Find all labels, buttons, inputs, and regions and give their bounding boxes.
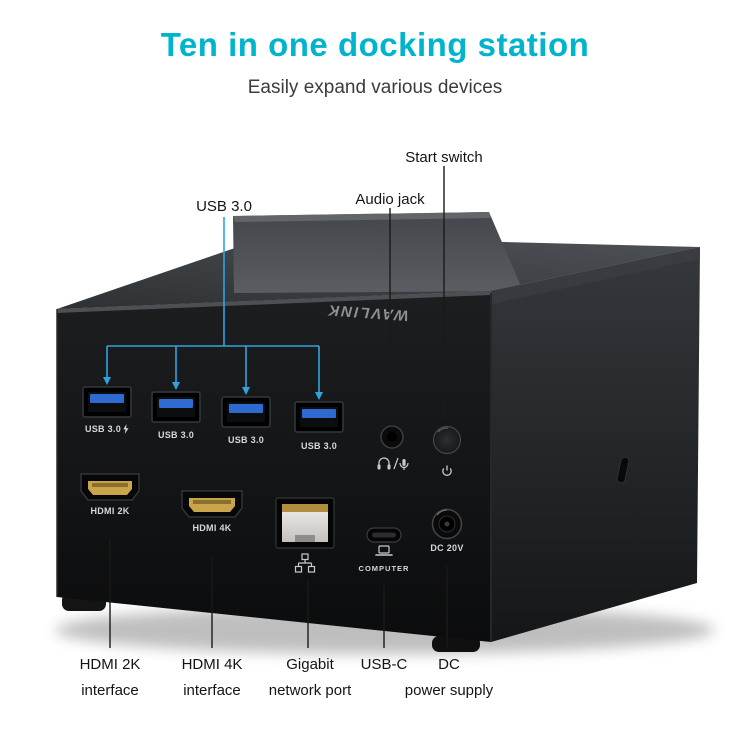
- device-side-face: [491, 247, 700, 642]
- device-riser-edge-highlight: [233, 212, 491, 222]
- usb-port-1: [82, 386, 132, 418]
- callout-lines-usb: [106, 217, 320, 392]
- page-subtitle: Easily expand various devices: [247, 77, 503, 98]
- device-front-face: [57, 291, 491, 642]
- usb4-port-label: USB 3.0: [300, 441, 338, 451]
- cable-slot: [616, 456, 630, 484]
- mic-icon: [399, 459, 409, 470]
- docking-station: WAVLINK: [56, 212, 700, 642]
- usb-port-2: [151, 391, 201, 423]
- usbc-port-label: COMPUTER: [358, 564, 410, 573]
- callout-hdmi4k-label: HDMI 4K interface: [182, 652, 243, 704]
- dc-jack-port: [431, 508, 463, 540]
- callout-dc-line2: power supply: [404, 682, 494, 699]
- callout-arrows-usb: [103, 377, 323, 400]
- usb1-port-label: USB 3.0: [85, 424, 129, 434]
- laptop-icon: [375, 545, 393, 556]
- callout-hdmi2k-line2: interface: [81, 682, 139, 699]
- power-icon: [442, 465, 452, 476]
- callout-usbc-label: USB-C: [361, 652, 408, 678]
- callout-dc-line1: DC: [438, 656, 460, 673]
- hdmi4k-port-label: HDMI 4K: [192, 523, 232, 533]
- callout-gigabit-line2: network port: [268, 682, 352, 699]
- device-side-top-highlight: [491, 247, 700, 304]
- device-foot-right: [432, 636, 480, 652]
- hdmi-2k-port: [80, 473, 140, 501]
- device-front-top-highlight: [57, 291, 491, 313]
- audio-jack-port: [380, 425, 404, 449]
- audio-slash: [393, 457, 399, 470]
- callout-usb30-label: USB 3.0: [196, 198, 252, 215]
- network-icon: [294, 553, 316, 573]
- usb-port-4: [294, 401, 344, 433]
- callout-dc-label: DC power supply: [405, 652, 493, 704]
- callout-hdmi2k-label: HDMI 2K interface: [80, 652, 141, 704]
- lightning-icon: [123, 424, 129, 434]
- device-riser: [233, 212, 523, 293]
- callout-audio-jack-label: Audio jack: [355, 191, 425, 208]
- callout-hdmi2k-line1: HDMI 2K: [79, 656, 141, 673]
- callout-lines-dark: [109, 166, 448, 648]
- callout-gigabit-label: Gigabit network port: [269, 652, 352, 704]
- callout-usbc-line1: USB-C: [360, 656, 408, 673]
- usb-port-3: [221, 396, 271, 428]
- page-title: Ten in one docking station: [160, 26, 590, 63]
- ethernet-port: [275, 497, 335, 549]
- headset-icon: [377, 457, 391, 470]
- hdmi-4k-port: [181, 490, 243, 518]
- callout-start-switch-label: Start switch: [405, 149, 483, 166]
- header: Ten in one docking station Easily expand…: [0, 26, 750, 99]
- usb1-port-label-text: USB 3.0: [84, 424, 122, 434]
- callout-hdmi4k-line1: HDMI 4K: [181, 656, 243, 673]
- callout-hdmi4k-line2: interface: [183, 682, 241, 699]
- power-button: [432, 425, 462, 455]
- hdmi2k-port-label: HDMI 2K: [90, 506, 130, 516]
- usb-c-port: [366, 527, 402, 543]
- callout-gigabit-line1: Gigabit: [286, 656, 334, 673]
- brand-logo: WAVLINK: [326, 301, 409, 324]
- usb3-port-label: USB 3.0: [227, 435, 265, 445]
- usb2-port-label: USB 3.0: [157, 430, 195, 440]
- dc-port-label: DC 20V: [430, 543, 464, 553]
